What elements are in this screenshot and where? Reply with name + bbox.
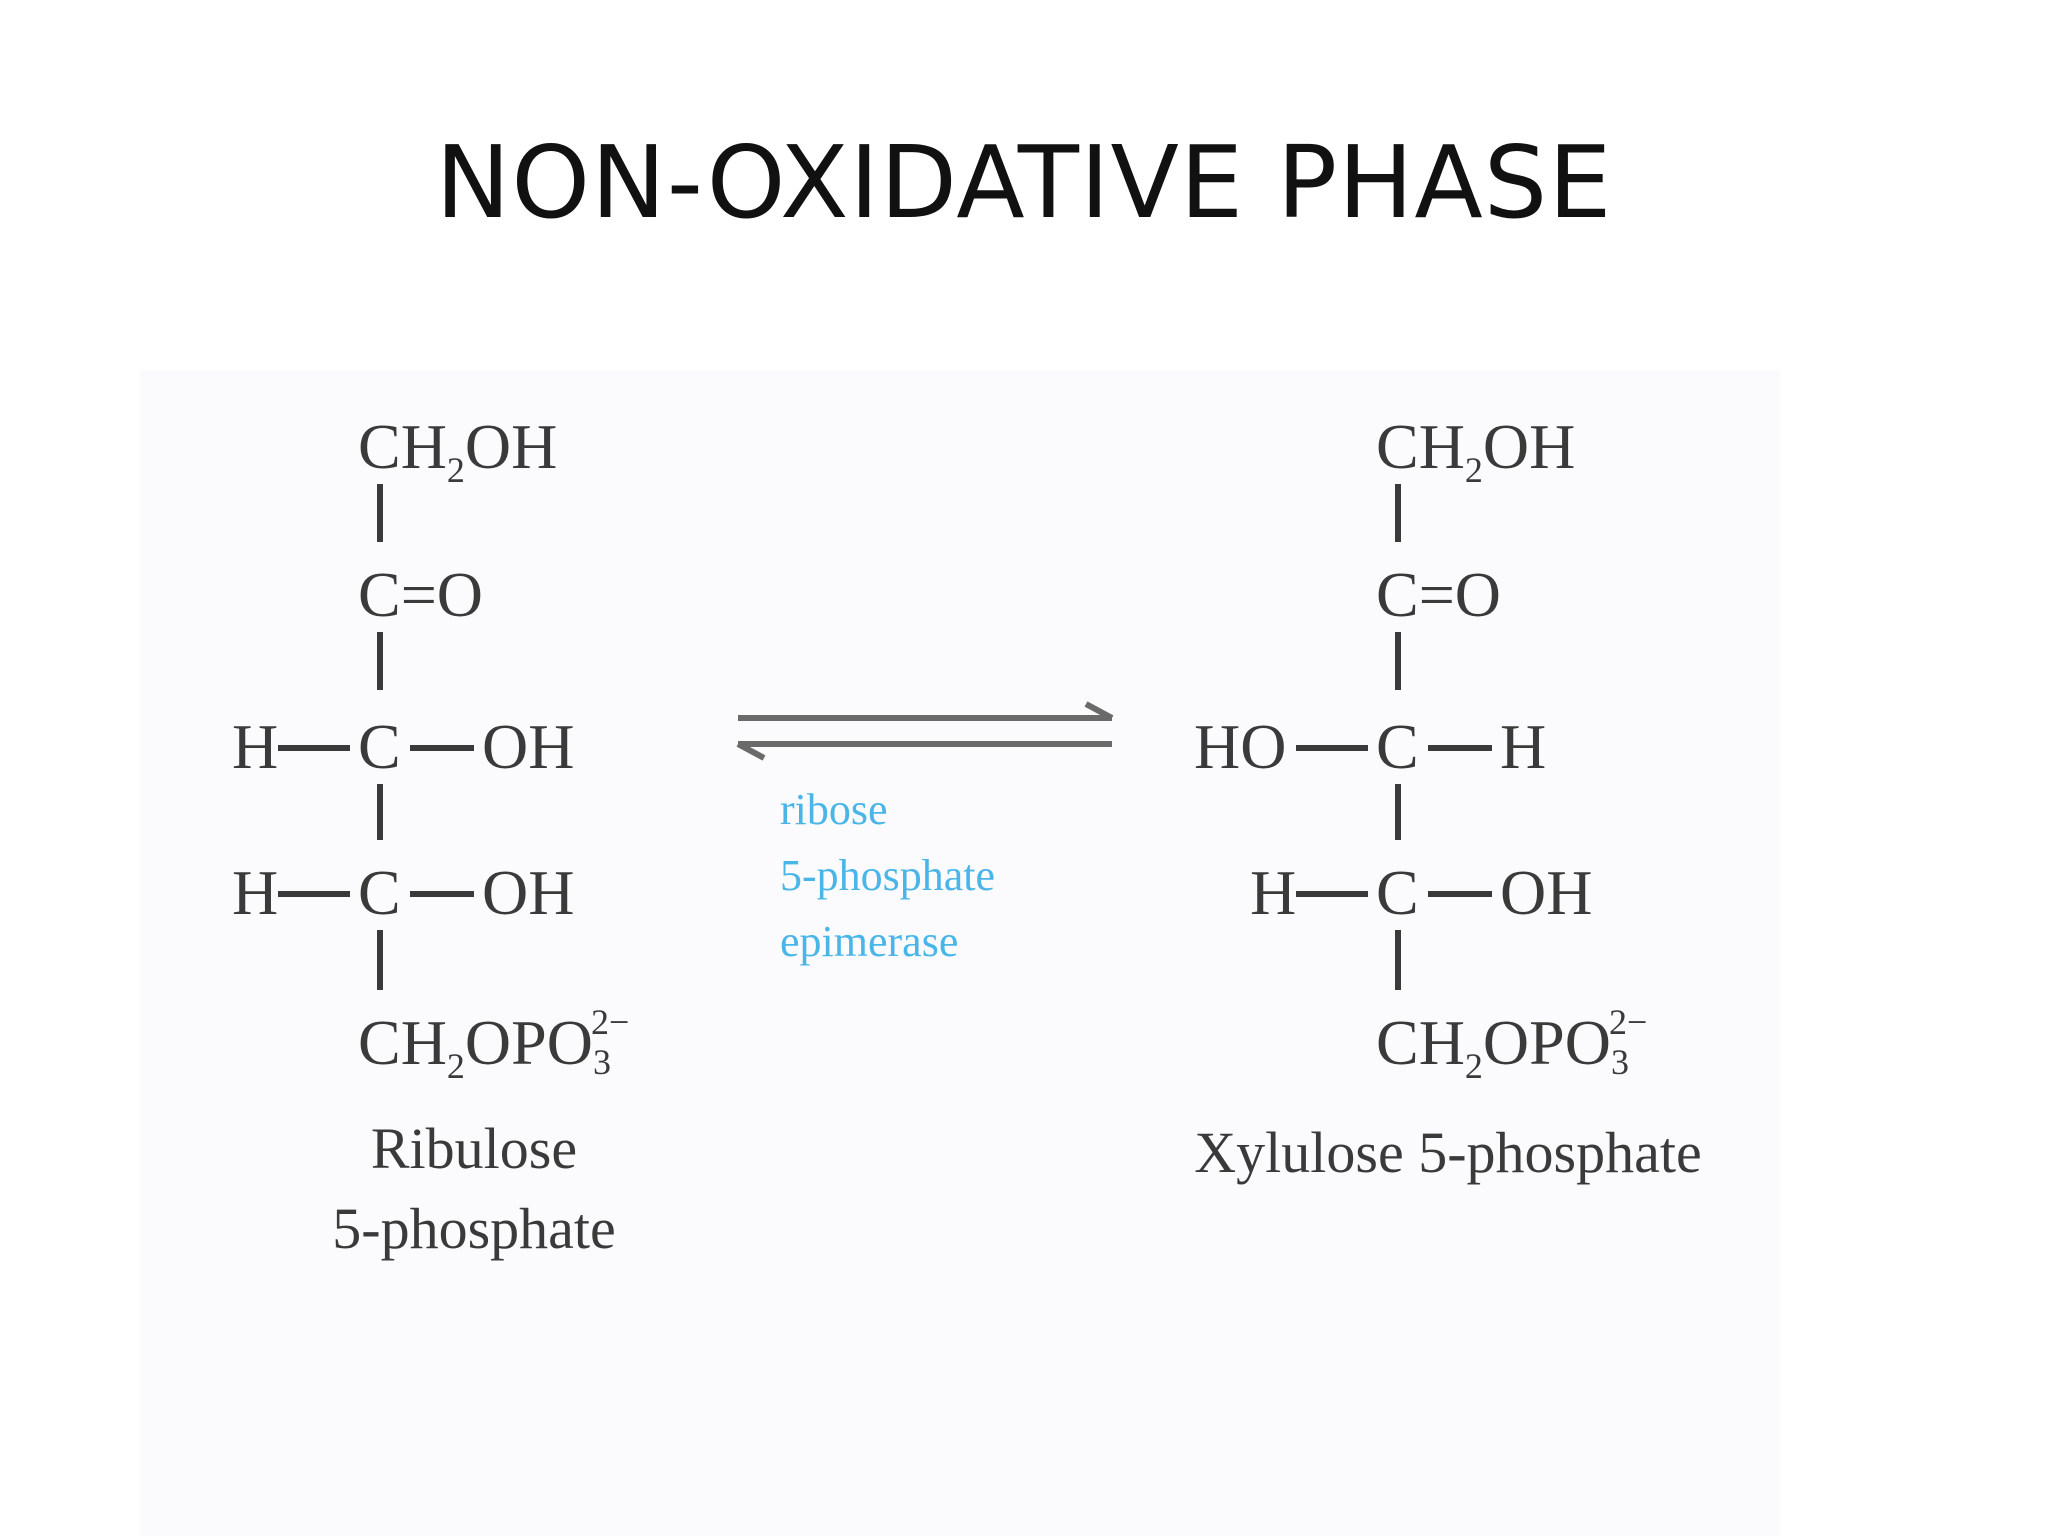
product-c4-right: OH bbox=[1500, 857, 1592, 928]
product-c4-center: C bbox=[1376, 857, 1419, 928]
substrate-name-line1: Ribulose bbox=[371, 1116, 577, 1181]
substrate-c4-right: OH bbox=[482, 857, 574, 928]
substrate-name-line2: 5-phosphate bbox=[332, 1196, 616, 1261]
xylulose-5-phosphate-structure: CH2OH C=O HO C H H C OH CH2OPO32− Xylulo… bbox=[1194, 411, 1702, 1185]
figure-background bbox=[140, 370, 1780, 1536]
substrate-carbonyl: C=O bbox=[358, 559, 483, 630]
enzyme-line3: epimerase bbox=[780, 917, 958, 966]
substrate-c4-left: H bbox=[232, 857, 278, 928]
substrate-bottom-group: CH2OPO32− bbox=[358, 1002, 629, 1086]
slide-title: NON-OXIDATIVE PHASE bbox=[435, 124, 1613, 241]
product-bottom-group: CH2OPO32− bbox=[1376, 1002, 1647, 1086]
product-carbonyl: C=O bbox=[1376, 559, 1501, 630]
forward-arrow-head bbox=[1084, 701, 1114, 721]
ribulose-5-phosphate-structure: CH2OH C=O H C OH H C OH CH2OPO32− Ribulo… bbox=[232, 411, 629, 1261]
product-top-group: CH2OH bbox=[1376, 411, 1575, 490]
substrate-c3-center: C bbox=[358, 711, 401, 782]
product-c3-left: HO bbox=[1194, 711, 1286, 782]
product-c3-right: H bbox=[1500, 711, 1546, 782]
substrate-c4-center: C bbox=[358, 857, 401, 928]
product-c4-left: H bbox=[1250, 857, 1296, 928]
equilibrium-arrows bbox=[736, 701, 1114, 761]
enzyme-label: ribose 5-phosphate epimerase bbox=[780, 785, 995, 966]
enzyme-line1: ribose bbox=[780, 785, 888, 834]
enzyme-line2: 5-phosphate bbox=[780, 851, 995, 900]
reverse-arrow-head bbox=[736, 741, 766, 761]
product-c3-center: C bbox=[1376, 711, 1419, 782]
substrate-c3-left: H bbox=[232, 711, 278, 782]
product-name: Xylulose 5-phosphate bbox=[1194, 1120, 1701, 1185]
substrate-top-group: CH2OH bbox=[358, 411, 557, 490]
substrate-c3-right: OH bbox=[482, 711, 574, 782]
